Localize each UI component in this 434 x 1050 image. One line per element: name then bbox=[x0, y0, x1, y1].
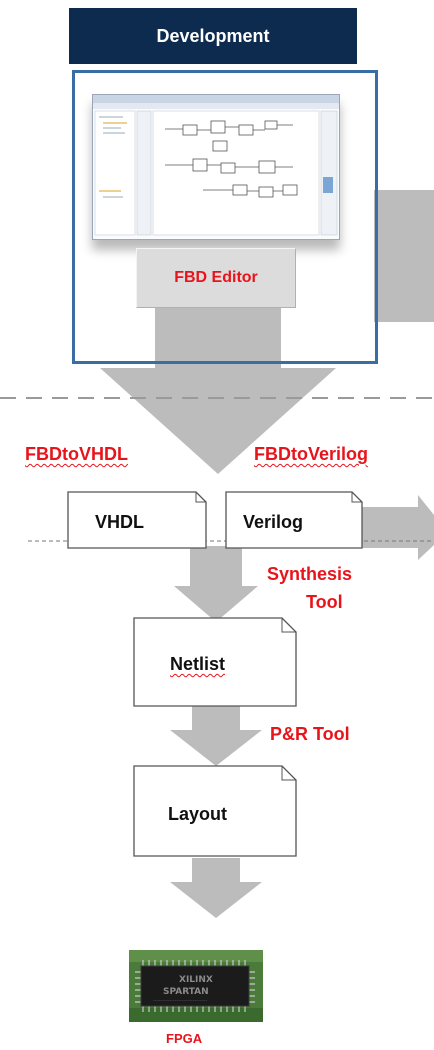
fpga-chip-photo: XILINX SPARTAN -------------------------… bbox=[129, 950, 263, 1022]
fbd-to-verilog-label: FBDtoVerilog bbox=[254, 444, 369, 464]
right-flow-arrow bbox=[374, 130, 434, 380]
svg-text:------------------------------: ------------------------------ bbox=[153, 998, 207, 1004]
layout-label: Layout bbox=[168, 804, 228, 824]
fbd-editor-label: FBD Editor bbox=[174, 269, 258, 286]
pr-tool-label: P&R Tool bbox=[270, 724, 350, 744]
synthesis-arrow bbox=[174, 546, 258, 622]
development-header: Development bbox=[69, 8, 357, 64]
synthesis-tool-label-line1: Synthesis bbox=[267, 564, 353, 584]
fbd-editor-thumbnail bbox=[93, 95, 339, 236]
vhdl-label: VHDL bbox=[95, 512, 144, 532]
chip-brand-mark: XILINX bbox=[179, 975, 213, 985]
verilog-document bbox=[225, 491, 363, 549]
fbd-to-vhdl-label: FBDtoVHDL bbox=[25, 444, 128, 464]
fpga-label: FPGA bbox=[166, 1031, 203, 1046]
netlist-label: Netlist bbox=[170, 654, 226, 674]
fbd-editor-button[interactable]: FBD Editor bbox=[136, 248, 296, 308]
vhdl-document bbox=[67, 491, 207, 549]
chip-family-mark: SPARTAN bbox=[163, 987, 209, 997]
verilog-right-arrow bbox=[362, 495, 434, 560]
layout-document bbox=[133, 765, 297, 857]
development-frame bbox=[72, 70, 378, 364]
fpga-arrow bbox=[170, 858, 262, 918]
editor-down-arrow bbox=[100, 304, 336, 474]
synthesis-tool-label-line2: Tool bbox=[306, 592, 343, 612]
netlist-document bbox=[133, 617, 297, 707]
verilog-label: Verilog bbox=[243, 512, 304, 532]
development-title: Development bbox=[156, 25, 270, 46]
pr-arrow bbox=[170, 706, 262, 766]
fbd-editor-screenshot bbox=[92, 94, 340, 240]
